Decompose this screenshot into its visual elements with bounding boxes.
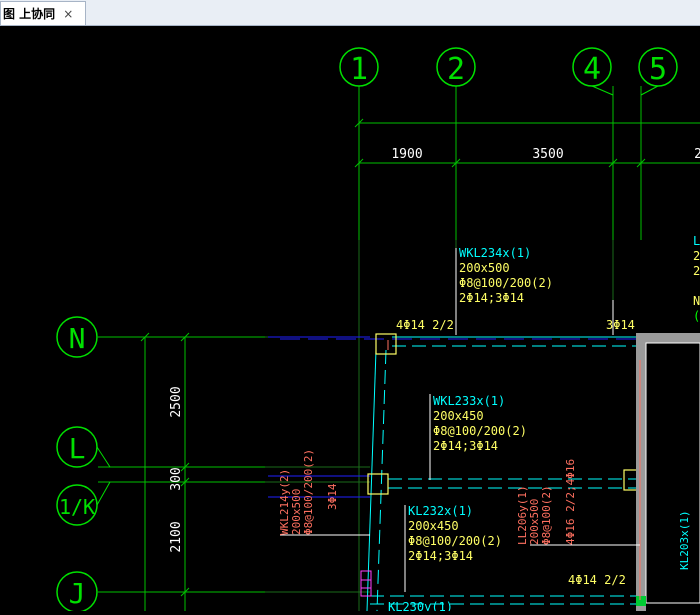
axis-label-N: N	[69, 322, 86, 355]
left-dimension-lines	[140, 332, 190, 611]
beam-stirrup: Φ8@100/200(2)	[459, 276, 553, 290]
beam-label-kl232[interactable]: KL232x(1) 200x450 Φ8@100/200(2) 2Φ14;3Φ1…	[408, 504, 502, 563]
beam-stirrup: Φ8@100/200(2)	[302, 449, 315, 535]
axis-bubble-N[interactable]: N	[56, 316, 98, 358]
beam-outlines	[366, 336, 636, 612]
dim-2100: 2100	[169, 521, 184, 552]
beam-rebar: 2Φ14;3Φ14	[459, 291, 524, 305]
beam-section: 200x450	[433, 409, 484, 423]
hidden-beams	[268, 336, 636, 498]
document-tab-bar: 图 上协同 ×	[0, 0, 700, 26]
axis-label-1K: 1/K	[59, 495, 95, 519]
close-icon[interactable]: ×	[63, 6, 74, 21]
cut-line-5: (N	[693, 309, 700, 323]
beam-rebar: 2Φ14;3Φ14	[433, 439, 498, 453]
axis-label-4: 4	[583, 52, 601, 87]
axis-label-5: 5	[649, 52, 667, 87]
beam-label-wkl233[interactable]: WKL233x(1) 200x450 Φ8@100/200(2) 2Φ14;3Φ…	[433, 394, 527, 453]
rebar-note-top-right: 3Φ14	[606, 318, 635, 332]
dim-3500: 3500	[532, 147, 563, 162]
beam-stirrup: Φ8@100/200(2)	[433, 424, 527, 438]
cut-line-3: 2	[693, 264, 700, 278]
horizontal-axis-lines	[98, 336, 265, 593]
beam-rebar: 2Φ14;3Φ14	[408, 549, 473, 563]
dim-cut: 2	[694, 147, 700, 162]
axis-bubble-L[interactable]: L	[56, 426, 98, 468]
axis-bubble-1[interactable]: 1	[339, 47, 379, 87]
beam-rebar: 4Φ16 2/2;4Φ16	[564, 459, 577, 545]
top-dimension-lines	[354, 118, 700, 168]
beam-name: WKL234x(1)	[459, 246, 531, 260]
beam-label-kl203[interactable]: KL203x(1)	[678, 510, 691, 570]
axis-bubble-4[interactable]: 4	[572, 47, 612, 87]
beam-label-right-cut: L 2 2 N (N	[693, 234, 700, 323]
tab-title: 图 上协同	[3, 7, 56, 21]
rebar-note-bottom: 4Φ14 2/2	[568, 573, 626, 587]
beam-section: 200x500	[459, 261, 510, 275]
beam-label-wkl214[interactable]: WKL214y(2) 200x500 Φ8@100/200(2) 3Φ14	[278, 449, 339, 535]
beam-label-wkl234[interactable]: WKL234x(1) 200x500 Φ8@100/200(2) 2Φ14;3Φ…	[459, 246, 553, 305]
rebar-note-top-left: 4Φ14 2/2	[396, 318, 454, 332]
cut-line-2: 2	[693, 249, 700, 263]
axis-label-J: J	[69, 577, 86, 610]
dim-2500: 2500	[169, 386, 184, 417]
beam-label-kl230[interactable]: KL230y(1)	[388, 600, 453, 614]
axis-label-L: L	[69, 432, 86, 465]
beam-section: 200x500	[290, 489, 303, 535]
beam-name: LL206y(1)	[516, 485, 529, 545]
beam-rebar: 3Φ14	[326, 483, 339, 510]
dim-300: 300	[169, 467, 184, 490]
cut-line-1: L	[693, 234, 700, 248]
beam-label-ll206[interactable]: LL206y(1) 200x500 Φ8@100(2) 4Φ16 2/2;4Φ1…	[516, 459, 577, 545]
dim-1900: 1900	[391, 147, 422, 162]
beam-section: 200x500	[528, 499, 541, 545]
beam-stirrup: Φ8@100/200(2)	[408, 534, 502, 548]
document-tab[interactable]: 图 上协同 ×	[0, 1, 86, 25]
axis-bubble-J[interactable]: J	[56, 571, 98, 613]
beam-stirrup: Φ8@100(2)	[540, 485, 553, 545]
cad-drawing-canvas[interactable]: 1 2 4 5 N L 1/K J 1900 3500 2 250	[0, 26, 700, 614]
columns	[367, 333, 645, 495]
beam-section: 200x450	[408, 519, 459, 533]
beam-name: WKL233x(1)	[433, 394, 505, 408]
wall	[636, 333, 700, 611]
axis-bubble-5[interactable]: 5	[638, 47, 678, 87]
beam-name: KL232x(1)	[408, 504, 473, 518]
beam-name: WKL214y(2)	[278, 469, 291, 535]
axis-label-2: 2	[447, 52, 465, 87]
axis-bubble-1K[interactable]: 1/K	[56, 484, 98, 526]
cut-line-4: N	[693, 294, 700, 308]
axis-label-1: 1	[350, 52, 368, 87]
axis-bubble-2[interactable]: 2	[436, 47, 476, 87]
